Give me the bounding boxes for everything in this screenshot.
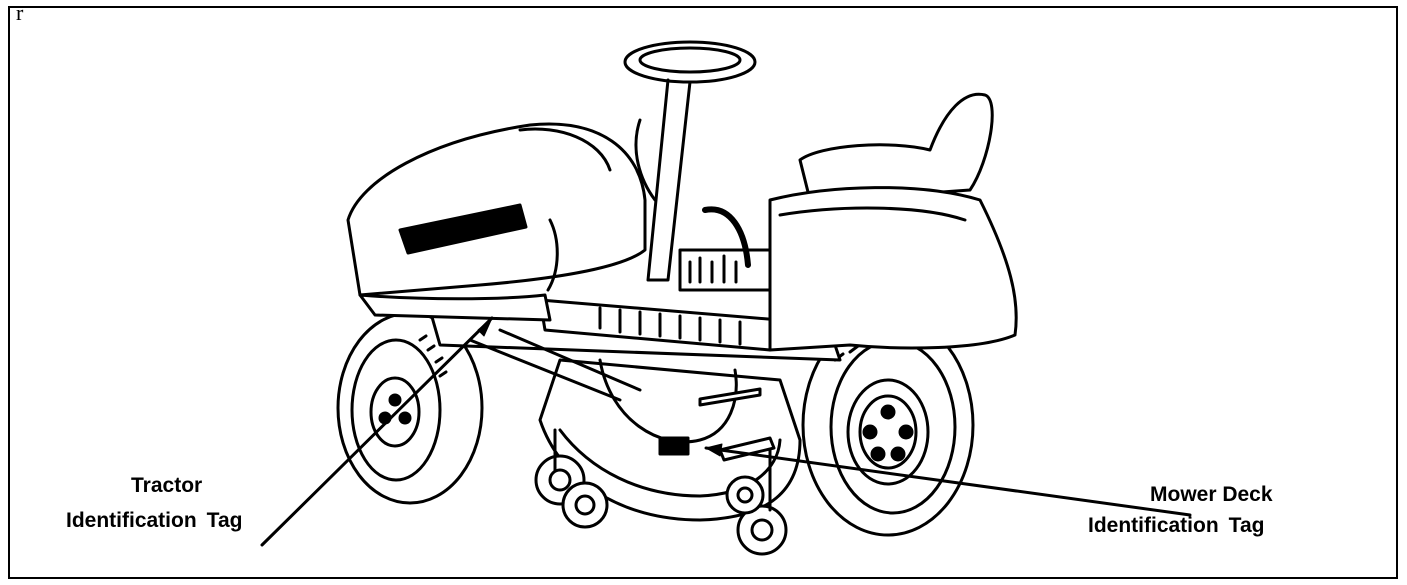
tractor-tag-label-line1: Tractor [131, 474, 202, 498]
mower-tag-label-tag: Tag [1229, 514, 1265, 537]
tractor-tag-label-line2: Identification Tag [66, 509, 242, 533]
mower-tag-label-line2: Identification Tag [1088, 514, 1264, 538]
seat-and-fender [680, 94, 1016, 350]
mower-tag-label-line1: Mower Deck [1150, 483, 1273, 507]
hood [348, 124, 645, 320]
mower-tag-label-identification: Identification [1088, 514, 1219, 537]
tractor-tag-label-identification: Identification [66, 509, 197, 532]
tractor-tag-label-tag: Tag [207, 509, 243, 532]
